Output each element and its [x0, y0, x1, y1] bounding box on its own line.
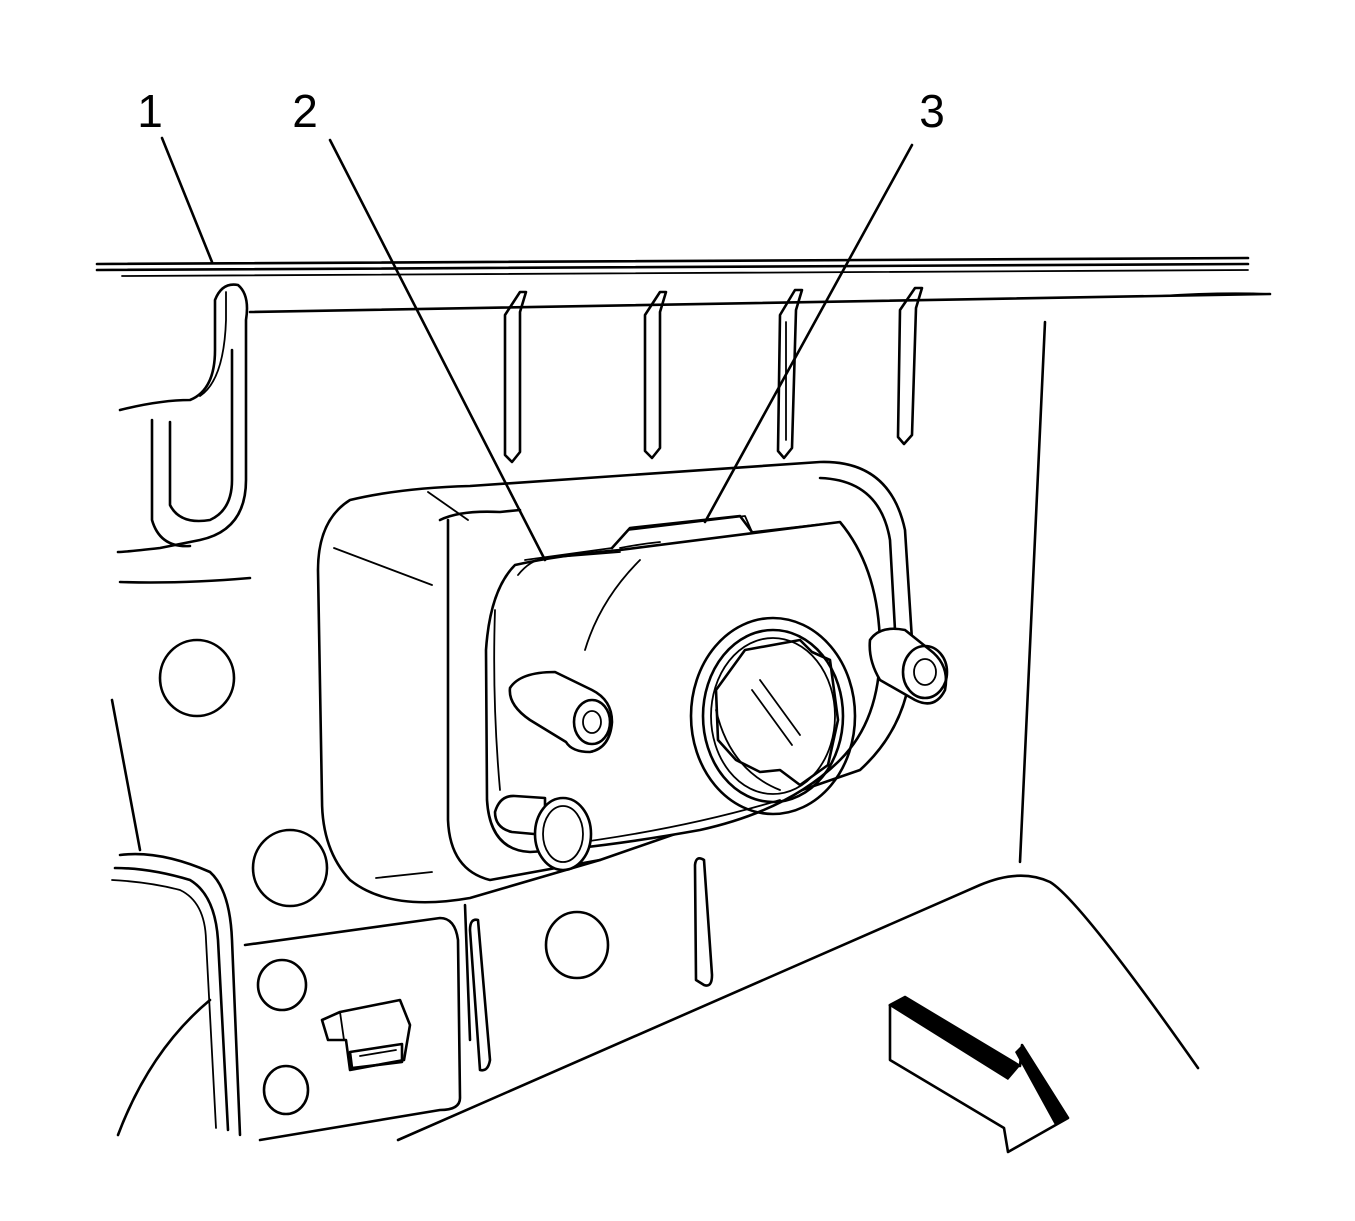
mounting-bracket — [316, 460, 914, 904]
panel-top-edge — [95, 256, 1272, 314]
panel-holes — [158, 638, 610, 1116]
forward-arrow-icon — [888, 995, 1070, 1154]
callout-3: 3 — [919, 85, 945, 137]
left-panel-cutout — [116, 283, 252, 584]
electrical-clip — [320, 998, 412, 1072]
leader-lines — [160, 136, 914, 562]
panel-slots — [503, 286, 924, 464]
right-mounting-tab — [868, 627, 949, 705]
rear-fascia-edge — [396, 874, 1200, 1142]
fuel-filler-cap — [689, 616, 857, 816]
callout-1: 1 — [137, 85, 163, 137]
callout-2: 2 — [292, 85, 318, 137]
release-pin — [493, 794, 593, 872]
lower-slots — [468, 857, 714, 1072]
left-mounting-tab — [508, 670, 614, 754]
panel-right-edge — [1018, 320, 1047, 864]
lower-left-panel — [110, 698, 472, 1142]
